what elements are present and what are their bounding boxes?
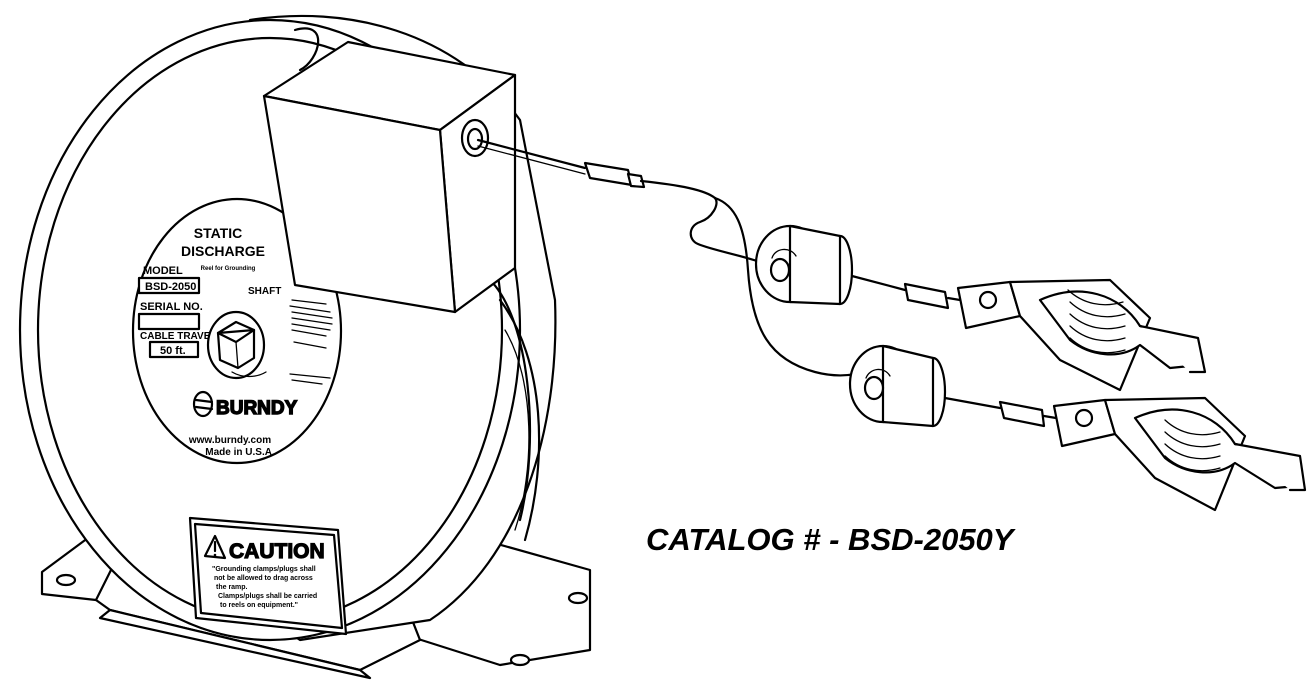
upper-weight bbox=[754, 224, 854, 306]
reel-shaft bbox=[206, 310, 267, 380]
reel-subtitle: Reel for Grounding bbox=[201, 266, 256, 272]
caution-line3: the ramp. bbox=[216, 584, 248, 591]
caution-line1: "Grounding clamps/plugs shall bbox=[212, 566, 316, 573]
shaft-label: SHAFT bbox=[248, 286, 281, 297]
caution-label: CAUTION "Grounding clamps/plugs shall no… bbox=[188, 516, 348, 636]
model-label: MODEL bbox=[143, 265, 183, 277]
website: www.burndy.com bbox=[188, 435, 271, 446]
burndy-logo-icon bbox=[192, 390, 214, 418]
model-value: BSD-2050 bbox=[145, 281, 196, 293]
caution-line2: not be allowed to drag across bbox=[214, 575, 313, 582]
lower-ground-clamp bbox=[848, 344, 1307, 512]
upper-ground-clamp bbox=[754, 224, 1207, 392]
made-in: Made in U.S.A. bbox=[205, 447, 275, 458]
caution-line4: Clamps/plugs shall be carried bbox=[218, 593, 317, 600]
caution-line5: to reels on equipment." bbox=[220, 602, 298, 609]
cable-travel-value: 50 ft. bbox=[160, 345, 186, 357]
caution-heading: CAUTION bbox=[229, 540, 325, 563]
lower-weight bbox=[848, 344, 947, 428]
ground-cable bbox=[476, 138, 858, 377]
cable-travel-label: CABLE TRAVEL bbox=[140, 331, 216, 342]
reel-title-line2: DISCHARGE bbox=[181, 243, 265, 259]
warning-triangle-icon bbox=[203, 534, 227, 560]
reel-label-disc: STATIC DISCHARGE Reel for Grounding MODE… bbox=[137, 225, 333, 458]
brand-name: BURNDY bbox=[216, 398, 298, 419]
cable-guide-housing bbox=[262, 40, 517, 314]
reel-title-line1: STATIC bbox=[194, 225, 242, 241]
catalog-number: CATALOG # - BSD-2050Y bbox=[646, 522, 1014, 557]
serial-label: SERIAL NO. bbox=[140, 301, 203, 313]
instruction-fine-print bbox=[289, 299, 333, 385]
